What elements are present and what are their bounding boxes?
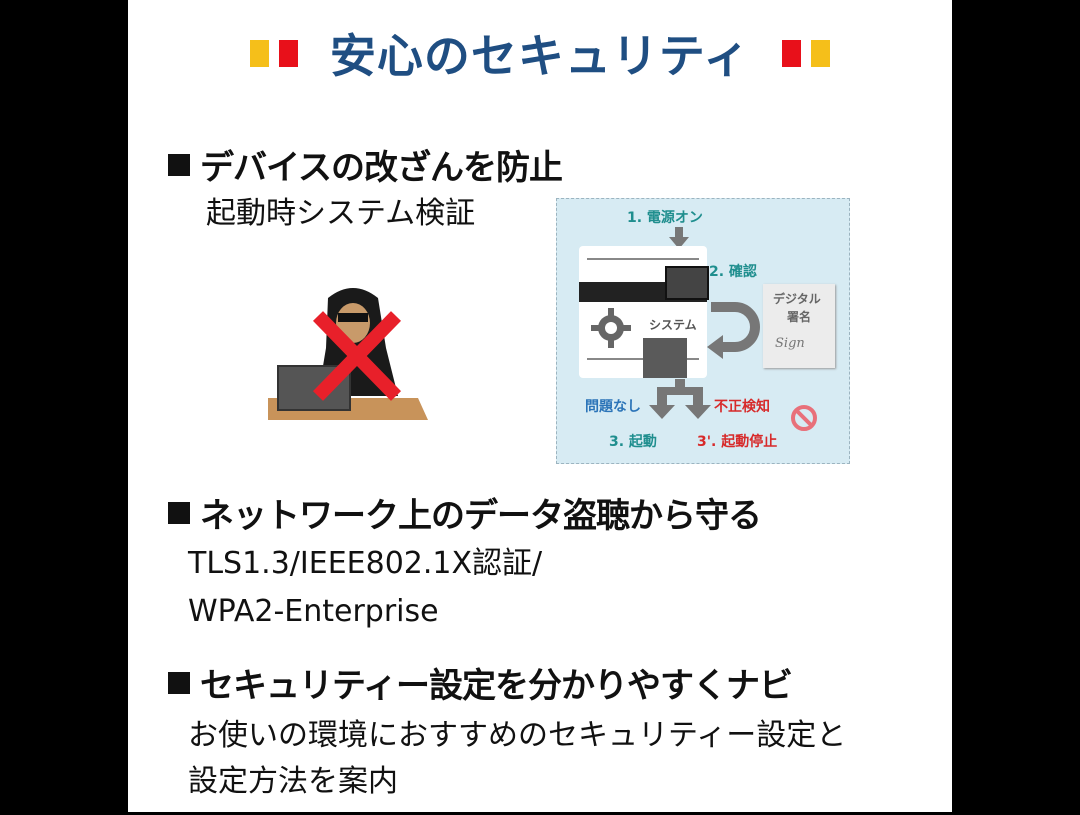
section-text-tamper: 起動時システム検証	[206, 196, 476, 231]
yellow-square-icon	[811, 39, 831, 67]
bullet-square-icon	[168, 672, 190, 694]
branch-arrow-icon	[649, 379, 711, 419]
red-x-icon	[312, 311, 402, 401]
page-title: 安心のセキュリティ	[329, 29, 751, 83]
hacker-blocked-illustration	[268, 288, 428, 420]
title-banner: 安心のセキュリティ	[128, 18, 952, 88]
section-text-network-1: TLS1.3/IEEE802.1X認証/	[188, 546, 543, 581]
signature-sub: 署名	[787, 310, 812, 324]
red-square-icon	[278, 39, 298, 67]
heading-text: ネットワーク上のデータ盗聴から守る	[200, 496, 762, 536]
system-label: システム	[649, 318, 697, 332]
content-panel: 安心のセキュリティ デバイスの改ざんを防止 起動時システム検証 1. 電源オン	[128, 0, 952, 812]
ok-label: 問題なし	[585, 399, 641, 415]
section-heading-navi: セキュリティー設定を分かりやすくナビ	[168, 658, 793, 707]
arrow-down-icon	[669, 227, 689, 249]
section-heading-network: ネットワーク上のデータ盗聴から守る	[168, 488, 762, 537]
secure-boot-diagram: 1. 電源オン システム 2. 確認 デジタル 署名 Sign 問題な	[556, 198, 850, 464]
bullet-square-icon	[168, 154, 190, 176]
section-text-navi-1: お使いの環境におすすめのセキュリティー設定と	[188, 718, 847, 753]
step3-label: 3. 起動	[609, 434, 657, 450]
signature-title: デジタル	[773, 292, 821, 306]
ng-label: 不正検知	[714, 399, 770, 415]
signature-scribble: Sign	[775, 336, 805, 351]
step2-label: 2. 確認	[709, 264, 757, 280]
step1-label: 1. 電源オン	[627, 210, 703, 226]
section-text-navi-2: 設定方法を案内	[188, 764, 398, 799]
digital-signature-icon: デジタル 署名 Sign	[763, 284, 835, 368]
heading-text: セキュリティー設定を分かりやすくナビ	[200, 666, 793, 706]
firmware-chip-icon	[643, 338, 687, 378]
section-heading-tamper: デバイスの改ざんを防止	[168, 140, 563, 189]
verify-loop-arrow-icon	[707, 302, 760, 359]
section-text-network-2: WPA2-Enterprise	[188, 594, 439, 629]
prohibited-icon	[791, 405, 817, 431]
heading-text: デバイスの改ざんを防止	[200, 148, 563, 188]
gear-icon	[591, 308, 631, 348]
red-square-icon	[782, 39, 802, 67]
step3b-label: 3'. 起動停止	[697, 434, 778, 450]
yellow-square-icon	[249, 39, 269, 67]
bullet-square-icon	[168, 502, 190, 524]
printer-icon: システム	[579, 246, 709, 378]
